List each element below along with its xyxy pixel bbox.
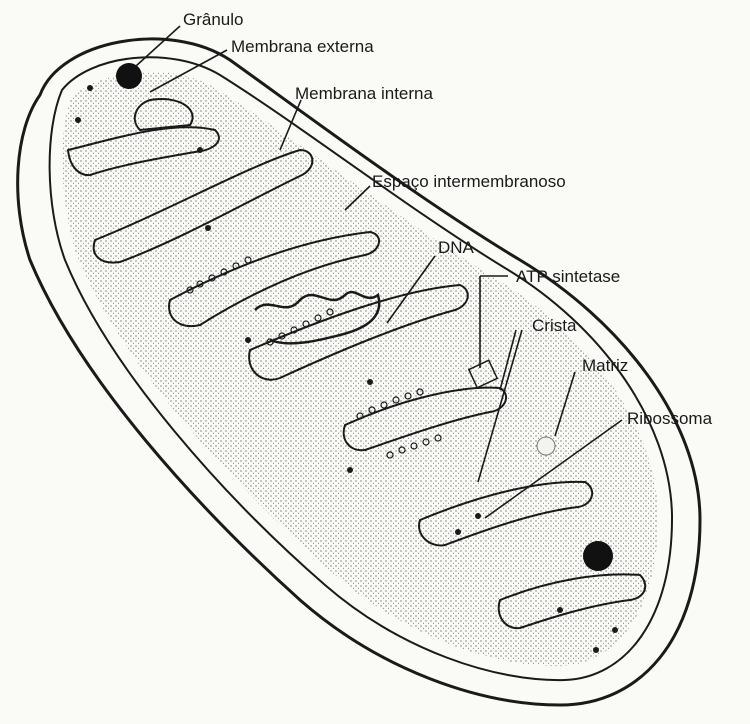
label-espaco-intermembranoso: Espaço intermembranoso xyxy=(372,172,566,191)
label-ribossoma: Ribossoma xyxy=(627,409,713,428)
label-granulo: Grânulo xyxy=(183,10,243,29)
label-dna: DNA xyxy=(438,238,475,257)
label-membrana-externa: Membrana externa xyxy=(231,37,374,56)
granule-lower xyxy=(583,541,613,571)
granule-upper xyxy=(116,63,142,89)
label-membrana-interna: Membrana interna xyxy=(295,84,434,103)
label-atp-sintetase: ATP sintetase xyxy=(516,267,620,286)
label-crista: Crista xyxy=(532,316,577,335)
label-matriz: Matriz xyxy=(582,356,628,375)
